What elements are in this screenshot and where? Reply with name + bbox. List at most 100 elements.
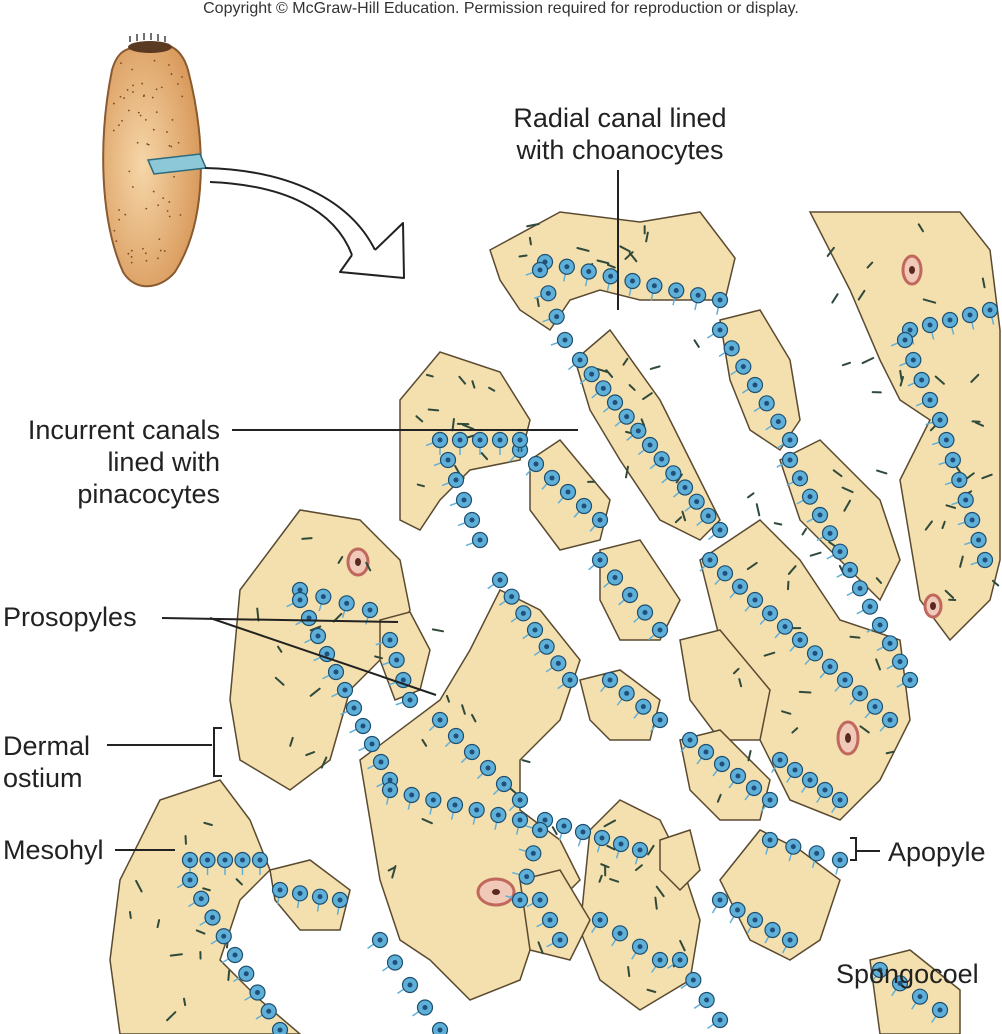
sponge-surface-dot: [170, 73, 173, 75]
choanocyte-nucleus: [255, 990, 260, 995]
label-mesohyl: Mesohyl: [3, 835, 104, 865]
choanocyte-nucleus: [764, 400, 770, 406]
sponge-surface-dot: [130, 249, 133, 252]
amoebocytes: [346, 254, 943, 907]
spicule: [859, 725, 870, 734]
choanocyte-nucleus: [787, 437, 793, 443]
spicule: [606, 844, 616, 851]
choanocyte-nucleus: [597, 557, 603, 563]
spicule: [391, 865, 397, 879]
choanocyte-nucleus: [857, 585, 863, 591]
choanocyte-nucleus: [792, 767, 798, 773]
choanocyte-nucleus: [673, 288, 679, 293]
spicule: [640, 418, 646, 427]
spicule: [991, 579, 1000, 587]
sponge-surface-dot: [128, 170, 131, 173]
choanocyte-nucleus: [457, 437, 463, 443]
spicule: [693, 339, 700, 348]
choanocyte-nucleus: [537, 267, 543, 273]
spicule: [624, 465, 629, 479]
spicule: [461, 423, 475, 431]
label-radial-canal-line2: with choanocytes: [516, 135, 724, 165]
choanocyte-nucleus: [554, 314, 560, 320]
sponge-surface-dot: [170, 145, 173, 148]
spicule: [966, 472, 975, 480]
choanocyte-nucleus: [407, 982, 413, 988]
choanocyte-nucleus: [474, 807, 480, 813]
choanocyte-nucleus: [524, 874, 530, 880]
choanocyte-nucleus: [822, 787, 828, 793]
choanocyte-nucleus: [232, 952, 238, 958]
spicule: [458, 375, 467, 385]
choanocyte-nucleus: [694, 499, 700, 505]
label-apopyle: Apopyle: [888, 837, 986, 867]
sponge-surface-dot: [117, 124, 120, 127]
choanocyte-nucleus: [877, 622, 883, 628]
choanocyte-nucleus: [790, 844, 796, 850]
label-prosopyles: Prosopyles: [3, 602, 137, 632]
choanocyte-nucleus: [333, 669, 339, 675]
spicule: [642, 392, 653, 401]
spicule: [746, 561, 758, 571]
choanocyte-nucleus: [452, 802, 458, 808]
choanocyte-nucleus: [956, 477, 962, 483]
choanocyte-nucleus: [545, 290, 551, 296]
spicule: [235, 878, 243, 886]
spicule: [624, 251, 634, 260]
choanocyte-nucleus: [597, 917, 603, 923]
spicule: [841, 486, 854, 494]
spicule: [941, 520, 946, 530]
choanocyte-nucleus: [917, 994, 923, 1000]
tissue-strip-7: [579, 669, 661, 741]
choanocyte-nucleus: [735, 773, 741, 779]
spicule: [202, 887, 211, 892]
label-dermal-line2: ostium: [3, 763, 83, 793]
spicule: [791, 727, 799, 734]
choanocyte-nucleus: [430, 797, 436, 803]
choanocyte-nucleus: [469, 749, 475, 755]
spicule: [646, 988, 657, 994]
spicule: [374, 655, 383, 660]
spicule: [645, 231, 649, 243]
sponge-surface-dot: [123, 97, 125, 100]
choanocyte-nucleus: [187, 857, 193, 863]
sponge-surface-dot: [131, 186, 134, 188]
choanocyte-nucleus: [910, 357, 916, 363]
copyright-notice: Copyright © McGraw-Hill Education. Permi…: [203, 0, 799, 17]
spicule: [596, 259, 610, 265]
sponge-surface-dot: [177, 83, 179, 85]
spicule: [551, 826, 558, 836]
choanocyte-nucleus: [562, 337, 568, 343]
spicule: [337, 555, 344, 564]
spicule: [480, 452, 489, 461]
label-radial-canal: Radial canal lined with choanocytes: [490, 102, 750, 166]
label-incurrent-line2: lined with: [107, 447, 220, 477]
choanocyte-nucleus: [752, 917, 758, 923]
choanocyte-nucleus: [837, 857, 843, 863]
spicule: [917, 223, 925, 233]
choanocyte-nucleus: [963, 497, 969, 503]
choanocyte-nucleus: [351, 705, 357, 711]
choanocyte-nucleus: [437, 437, 443, 443]
choanocyte-nucleus: [690, 977, 696, 983]
tissue-lobe-lower-left: [109, 779, 302, 1034]
spicule: [899, 376, 905, 387]
spicule: [628, 384, 636, 391]
sponge-surface-dot: [130, 261, 133, 264]
spicule: [924, 520, 933, 531]
choanocyte-nucleus: [555, 660, 561, 666]
choanocyte-nucleus: [297, 890, 303, 896]
sponge-surface-dot: [132, 84, 134, 87]
spicule: [166, 1011, 177, 1022]
prosopyles-leader-2: [209, 617, 437, 696]
choanocyte-nucleus: [400, 677, 406, 683]
choanocyte-nucleus: [532, 627, 538, 633]
spicule: [536, 297, 540, 308]
leader-lines: [107, 170, 880, 861]
choanocyte-nucleus: [947, 317, 953, 323]
sponge-surface-dot: [157, 204, 160, 207]
spicule: [857, 289, 866, 301]
spicule: [309, 687, 321, 697]
spicule: [970, 373, 980, 383]
prosopyles-leader-1: [161, 617, 399, 623]
